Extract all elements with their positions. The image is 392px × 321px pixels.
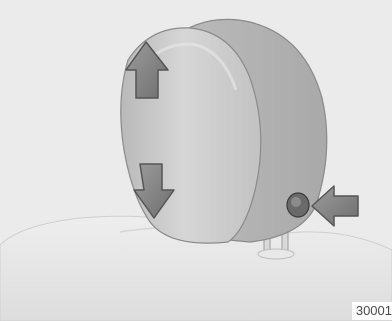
- release-button-highlight: [291, 197, 301, 207]
- figure-reference-code: 30001: [352, 302, 392, 320]
- post-collar: [258, 249, 294, 259]
